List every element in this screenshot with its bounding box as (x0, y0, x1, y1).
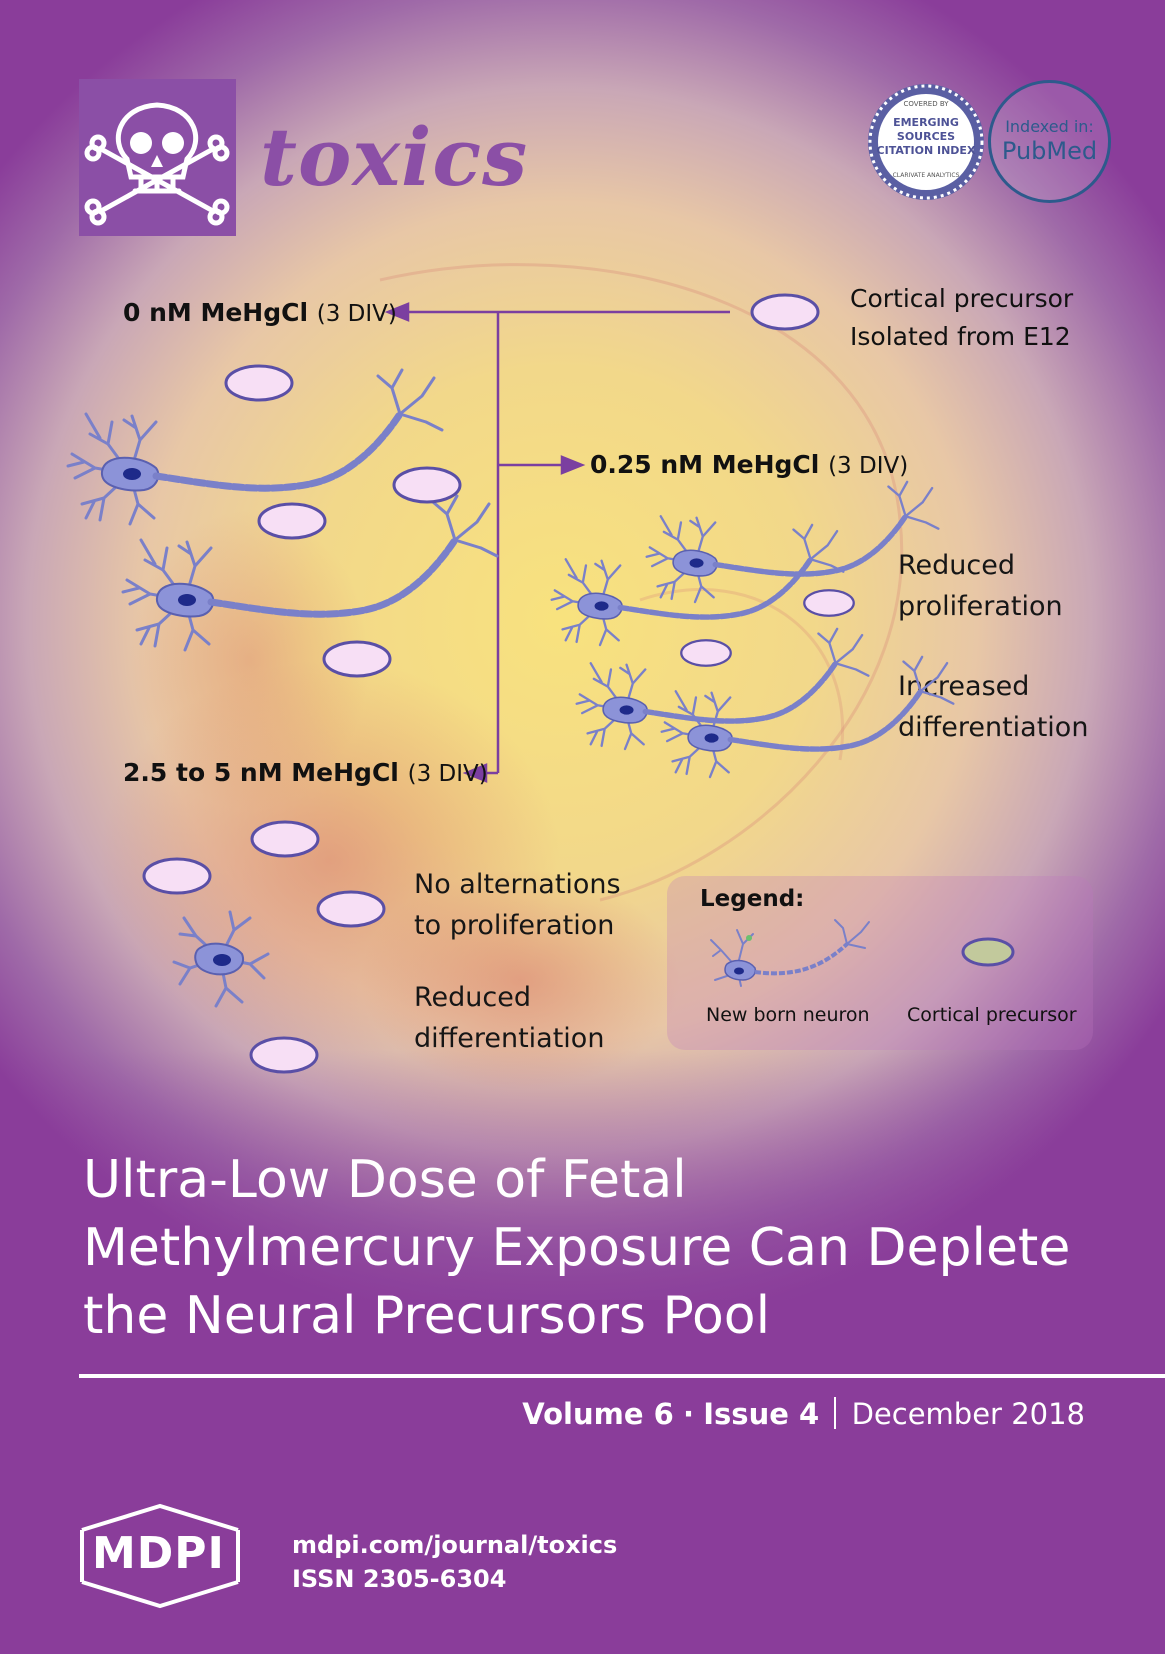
esci-badge: COVERED BY EMERGING SOURCES CITATION IND… (866, 82, 986, 202)
effect-25-differentiation: Reduced differentiation (414, 977, 604, 1059)
issue-number: Issue 4 (703, 1397, 820, 1431)
neuron-25-1 (172, 910, 270, 1008)
issue-date: December 2018 (851, 1397, 1085, 1431)
precursor-25-4 (249, 1036, 319, 1074)
issue-info: Volume 6 · Issue 4 December 2018 (522, 1397, 1085, 1431)
journal-name: toxics (260, 110, 529, 204)
article-title-line-2: Methylmercury Exposure Can Deplete (83, 1218, 1071, 1278)
esci-top: COVERED BY (903, 100, 949, 108)
issue-volume: Volume 6 (522, 1397, 674, 1431)
source-label-line-1: Cortical precursor (850, 284, 1074, 313)
legend-neuron-label: New born neuron (706, 1004, 870, 1026)
publisher-name: MDPI (92, 1528, 225, 1579)
dose-25-5nm: 2.5 to 5 nM MeHgCl (123, 758, 399, 787)
effect-25-b-line-1: Reduced (414, 982, 532, 1013)
article-title-line-3: the Neural Precursors Pool (83, 1286, 771, 1346)
journal-issn: ISSN 2305-6304 (292, 1565, 507, 1593)
dose-0nm-label: 0 nM MeHgCl (3 DIV) (123, 298, 397, 327)
source-label-line-2: Isolated from E12 (850, 322, 1071, 351)
precursor-25-2 (142, 857, 212, 895)
legend-title: Legend: (700, 886, 805, 912)
neuron-025-1 (552, 525, 844, 645)
arrow-head-0nm (384, 302, 410, 322)
article-title: Ultra-Low Dose of Fetal Methylmercury Ex… (83, 1146, 1153, 1350)
effect-25-b-line-2: differentiation (414, 1023, 605, 1054)
issue-bar (834, 1397, 837, 1429)
precursor-025-1 (803, 589, 855, 617)
legend-neuron-icon (710, 919, 870, 987)
precursor-25-3 (316, 890, 386, 928)
dose-25-5nm-label: 2.5 to 5 nM MeHgCl (3 DIV) (123, 758, 488, 787)
dose-0nm: 0 nM MeHgCl (123, 298, 309, 327)
arrow-head-025nm (560, 455, 586, 475)
article-title-line-1: Ultra-Low Dose of Fetal (83, 1150, 687, 1210)
dose-025nm-label: 0.25 nM MeHgCl (3 DIV) (590, 450, 908, 479)
esci-line-2: SOURCES (896, 130, 956, 143)
skull-crossbones-icon (79, 79, 236, 236)
publisher-details: mdpi.com/journal/toxics ISSN 2305-6304 (292, 1528, 617, 1596)
issue-separator: · (683, 1397, 695, 1431)
effect-25-a-line-1: No alternations (414, 869, 621, 900)
neuron-025-4 (662, 657, 954, 777)
effect-025-proliferation: Reduced proliferation (898, 545, 1063, 627)
esci-line-3: CITATION INDEX (876, 144, 976, 157)
effect-025-a-line-2: proliferation (898, 591, 1063, 622)
esci-text: EMERGING SOURCES CITATION INDEX (866, 116, 986, 158)
esci-bottom: CLARIVATE ANALYTICS (892, 172, 960, 179)
precursor-0nm-1 (224, 364, 294, 402)
title-divider (79, 1374, 1165, 1378)
pubmed-prefix: Indexed in: (1005, 117, 1094, 136)
mdpi-logo-icon (80, 1503, 240, 1609)
precursor-0nm-4 (322, 640, 392, 678)
source-label: Cortical precursor Isolated from E12 (850, 280, 1073, 356)
pubmed-name: PubMed (1001, 137, 1098, 165)
legend-precursor-label: Cortical precursor (907, 1004, 1077, 1026)
precursor-0nm-2 (392, 466, 462, 504)
dose-0nm-div: (3 DIV) (316, 301, 397, 327)
effect-25-a-line-2: to proliferation (414, 910, 615, 941)
precursor-source (750, 293, 820, 331)
journal-url[interactable]: mdpi.com/journal/toxics (292, 1531, 618, 1559)
precursor-0nm-3 (257, 502, 327, 540)
dose-25-5nm-div: (3 DIV) (407, 761, 488, 787)
dose-025nm: 0.25 nM MeHgCl (590, 450, 820, 479)
pubmed-badge: Indexed in: PubMed (988, 80, 1111, 203)
effect-25-proliferation: No alternations to proliferation (414, 864, 621, 946)
effect-025-b-line-2: differentiation (898, 712, 1089, 743)
precursor-25-1 (250, 820, 320, 858)
effect-025-a-line-1: Reduced (898, 550, 1016, 581)
seal-icon (868, 84, 984, 200)
esci-line-1: EMERGING (893, 116, 959, 129)
legend-box: Legend: New born neuron Cortical precurs… (667, 876, 1093, 1050)
arrow-head-25nm (462, 763, 488, 783)
precursor-025-2 (680, 639, 732, 667)
legend-precursor-icon (961, 937, 1015, 967)
dose-025nm-div: (3 DIV) (828, 453, 909, 479)
